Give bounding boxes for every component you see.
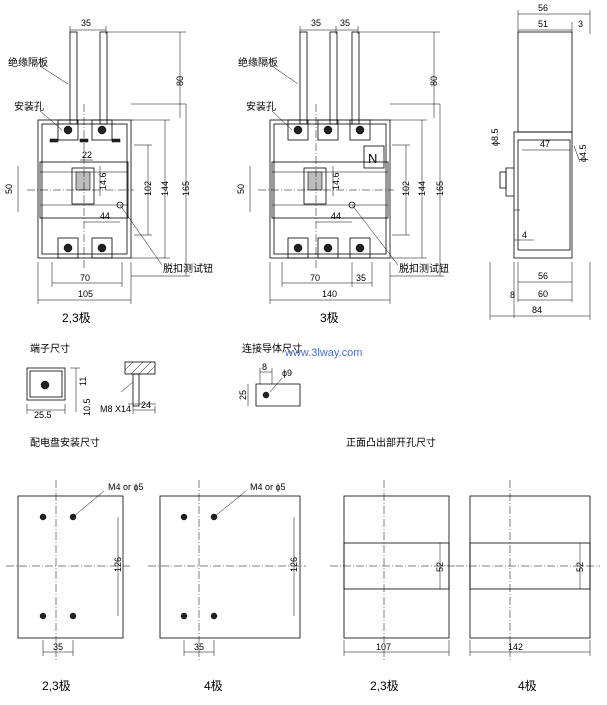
caption-2-3-pole-b: 2,3极 — [42, 679, 71, 693]
dim-107: 107 — [376, 642, 391, 652]
dim-35-f: 35 — [194, 642, 204, 652]
dim-80-b: 80 — [429, 76, 439, 86]
dim-phi-9: ϕ9 — [282, 368, 292, 378]
dim-8: 8 — [510, 290, 515, 300]
caption-4-pole-b: 4极 — [518, 679, 537, 693]
dim-8-b: 8 — [262, 362, 267, 372]
dim-phi-8-5: ϕ8.5 — [490, 128, 500, 146]
dim-25-5: 25.5 — [34, 410, 52, 420]
panel-2-3-pole: M4 or ϕ5 126 35 2,3极 — [6, 480, 144, 693]
title-conductor-dims: 连接导体尺寸 — [242, 342, 302, 355]
dim-25-b: 25 — [238, 390, 248, 400]
dim-35-d: 35 — [356, 273, 366, 283]
dim-35-c: 35 — [340, 18, 350, 28]
dim-51: 51 — [538, 19, 548, 29]
dim-4: 4 — [522, 230, 527, 240]
label-mount-hole-b: 安装孔 — [246, 100, 276, 113]
dim-35-e: 35 — [53, 642, 63, 652]
dim-22: 22 — [82, 150, 92, 160]
caption-2-3-pole-a: 2,3极 — [62, 311, 91, 325]
dim-102-b: 102 — [401, 181, 411, 196]
dim-144-b: 144 — [417, 181, 427, 196]
dim-84: 84 — [532, 305, 542, 315]
dim-140: 140 — [322, 289, 337, 299]
neutral-mark: N — [368, 151, 377, 166]
cutout-4-pole: 52 142 4极 — [456, 480, 600, 693]
front-view-2-3-pole: 35 80 22 14.6 50 102 144 165 44 70 105 — [4, 18, 213, 325]
dim-105: 105 — [78, 289, 93, 299]
label-mount-hole-a: 安装孔 — [14, 100, 44, 113]
dim-3: 3 — [578, 19, 583, 29]
dim-14-6-a: 14.6 — [98, 172, 108, 190]
dim-165-a: 165 — [181, 181, 191, 196]
label-insulation-barrier-a: 绝缘隔板 — [8, 56, 48, 69]
dim-126-a: 126 — [113, 557, 123, 572]
front-cutout-dimensions: 正面凸出部开孔尺寸 52 107 2,3极 52 142 4极 — [330, 436, 600, 693]
dim-102-a: 102 — [143, 181, 153, 196]
dim-24: 24 — [141, 400, 151, 410]
dim-10-5: 10.5 — [82, 398, 92, 416]
title-terminal-dims: 端子尺寸 — [30, 342, 70, 355]
dim-50-a: 50 — [4, 184, 14, 194]
watermark: www.3lway.com — [284, 347, 362, 359]
dim-165-b: 165 — [435, 181, 445, 196]
front-view-3-pole: N 35 35 80 14.6 50 102 144 165 44 — [236, 18, 449, 325]
dim-35-a: 35 — [81, 18, 91, 28]
dim-52-a: 52 — [435, 562, 445, 572]
caption-2-3-pole-c: 2,3极 — [370, 679, 399, 693]
dim-60: 60 — [538, 289, 548, 299]
dim-80-a: 80 — [175, 76, 185, 86]
panel-4-pole: M4 or ϕ5 126 35 4极 — [148, 480, 306, 693]
dim-126-b: 126 — [289, 557, 299, 572]
dim-44-a: 44 — [100, 211, 110, 221]
dim-35-b: 35 — [311, 18, 321, 28]
label-screw-a: M4 or ϕ5 — [108, 482, 144, 492]
label-insulation-barrier-b: 绝缘隔板 — [238, 56, 278, 69]
dim-phi-4-5: ϕ4.5 — [578, 144, 588, 162]
panel-mount-dimensions: 配电盘安装尺寸 M4 or ϕ5 126 35 2,3极 — [6, 436, 306, 693]
title-front-cutout: 正面凸出部开孔尺寸 — [346, 436, 436, 449]
dim-56-b: 56 — [538, 271, 548, 281]
dim-70-a: 70 — [80, 273, 90, 283]
dim-50-b: 50 — [236, 184, 246, 194]
dim-70-b: 70 — [310, 273, 320, 283]
dim-142: 142 — [508, 642, 523, 652]
dim-47: 47 — [540, 139, 550, 149]
label-trip-test-button-b: 脱扣测试钮 — [399, 262, 449, 275]
terminal-hatching — [124, 361, 156, 375]
title-panel-mount: 配电盘安装尺寸 — [30, 436, 100, 449]
dim-144-a: 144 — [160, 181, 170, 196]
caption-4-pole-a: 4极 — [204, 679, 223, 693]
cutout-2-3-pole: 52 107 2,3极 — [330, 480, 456, 693]
dim-56-a: 56 — [538, 3, 548, 13]
caption-3-pole: 3极 — [320, 311, 339, 325]
dim-44-b: 44 — [331, 211, 341, 221]
dim-11: 11 — [78, 377, 88, 386]
label-terminal-screw: M8 X14 — [100, 404, 131, 414]
dim-52-b: 52 — [575, 562, 585, 572]
side-view: 56 51 3 ϕ8.5 47 ϕ4.5 4 56 8 60 84 — [489, 3, 591, 320]
label-screw-b: M4 or ϕ5 — [250, 482, 286, 492]
conductor-dimensions: 连接导体尺寸 8 ϕ9 25 www.3lway.com — [238, 342, 362, 407]
label-trip-test-button-a: 脱扣测试钮 — [163, 262, 213, 275]
dim-14-6-b: 14.6 — [331, 172, 341, 190]
terminal-dimensions: 端子尺寸 11 25.5 10.5 M8 X14 24 — [26, 342, 156, 420]
